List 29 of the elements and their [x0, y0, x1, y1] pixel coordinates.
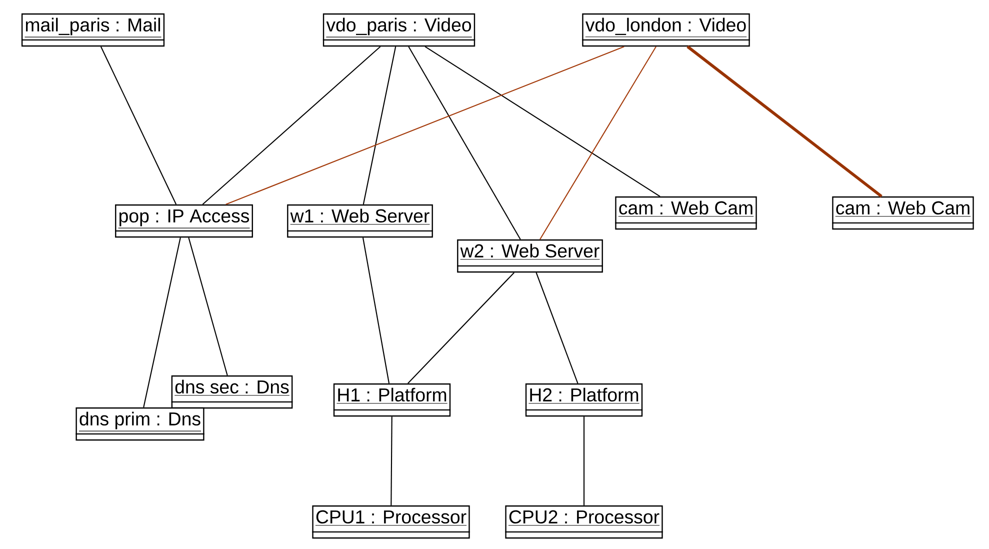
connector-line [188, 237, 228, 376]
connector-line [362, 238, 390, 384]
connector-line [686, 45, 882, 198]
object-box: vdo_london : Video [582, 13, 750, 47]
connector-line [424, 46, 660, 197]
connector-line [540, 46, 656, 240]
object-box: CPU2 : Processor [505, 505, 663, 539]
connector-line [362, 46, 396, 204]
object-box: H2 : Platform [525, 383, 643, 417]
connector-line [202, 46, 381, 205]
object-box: pop : IP Access [115, 204, 253, 238]
object-box: cam : Web Cam [615, 196, 757, 230]
object-box: cam : Web Cam [832, 196, 974, 230]
object-box: mail_paris : Mail [21, 13, 165, 47]
connector-line [100, 46, 177, 205]
object-box: vdo_paris : Video [322, 13, 476, 47]
object-box: H1 : Platform [333, 383, 451, 417]
connector-line [583, 416, 585, 506]
object-box: w1 : Web Server [287, 204, 433, 238]
object-box: dns prim : Dns [76, 407, 204, 441]
connector-line [143, 237, 181, 408]
object-box: w2 : Web Server [457, 239, 603, 273]
connector-line [536, 272, 578, 384]
connector-line [390, 416, 392, 506]
connector-line [226, 46, 624, 205]
connector-line [408, 272, 514, 384]
connector-line [408, 46, 521, 240]
object-box: CPU1 : Processor [312, 505, 470, 539]
object-box: dns sec : Dns [171, 375, 293, 409]
